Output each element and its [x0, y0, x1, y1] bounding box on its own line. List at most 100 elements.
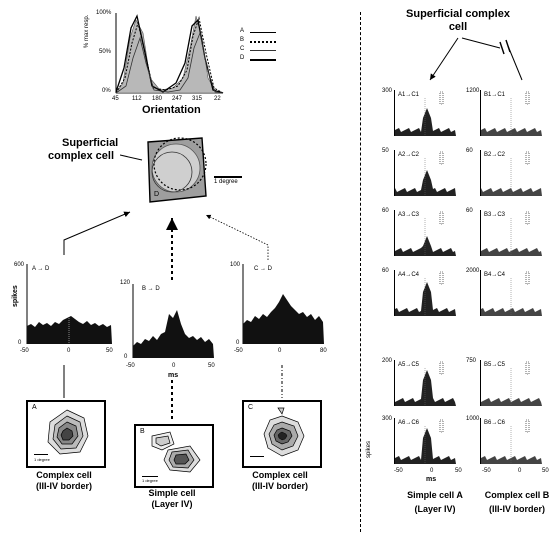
rf-overlay-inner-label: D	[154, 191, 159, 198]
right-histogram-label: A6→C6	[398, 420, 420, 426]
tuning-ytick-50: 50%	[99, 49, 112, 55]
right-histogram-ymax: 2000	[466, 268, 480, 274]
histogram-c-xtick: 80	[320, 348, 327, 354]
histogram-a-svg	[26, 264, 112, 344]
left-arrows-svg	[63, 211, 283, 422]
right-histogram-label: B3→C3	[484, 212, 506, 218]
rf-box-b-caption-1: Simple cell	[148, 488, 196, 498]
histogram-c-xtick: 0	[278, 348, 282, 354]
right-histogram-label: A1→C1	[398, 92, 420, 98]
rf-overlay-scale-bar	[214, 176, 242, 178]
histogram-c-xtick: -50	[234, 348, 243, 354]
right-schematic-svg	[429, 37, 523, 81]
histogram-a-ylabel: spikes	[12, 285, 19, 307]
histogram-b-yzero: 0	[124, 354, 128, 360]
right-histogram-label: A5→C5	[398, 362, 420, 368]
histogram-a-bars	[27, 316, 112, 344]
right-histogram-ymax: 60	[466, 148, 473, 154]
rf-overlay-circle-c	[151, 151, 193, 193]
right-histogram-bars	[481, 188, 542, 196]
tuning-x-label: Orientation	[142, 104, 201, 116]
right-histogram-ymax: 60	[382, 208, 389, 214]
right-histogram-ymax: 1000	[466, 416, 480, 422]
histogram-a-label: A → D	[32, 266, 50, 272]
rf-box-b-letter: B	[140, 428, 145, 435]
right-histogram-svg	[480, 270, 542, 316]
legend-label-b: B	[240, 37, 245, 43]
rf-box-a-letter: A	[32, 404, 37, 411]
right-histogram-ymax: 1200	[466, 88, 480, 94]
right-histogram-bars	[395, 370, 456, 406]
right-title-2: cell	[448, 21, 468, 33]
right-a-xtick: 0	[430, 468, 434, 474]
rf-box-a: A 1 degree	[26, 400, 106, 468]
histogram-a: 600 0 spikes A → D -50 0 50	[12, 262, 114, 362]
right-histogram-svg	[480, 90, 542, 136]
histogram-a-yzero: 0	[18, 340, 22, 346]
histogram-a-xtick: 0	[67, 348, 71, 354]
right-histogram-ymax: 300	[382, 416, 393, 422]
right-a-xtick: -50	[394, 468, 403, 474]
right-histogram-bars	[395, 170, 456, 196]
right-histogram-label: B2→C2	[484, 152, 506, 158]
rf-overlay-pointer	[120, 154, 143, 161]
right-histogram-svg	[394, 210, 456, 256]
rf-box-a-scale-label: 1 degree	[34, 457, 50, 462]
panel-divider	[360, 12, 361, 532]
histogram-a-xtick: 50	[106, 348, 113, 354]
right-histogram-ymax: 750	[466, 358, 477, 364]
tuning-legend: A B C D	[240, 28, 280, 72]
rf-box-b: B 1 degree	[134, 424, 214, 488]
tuning-xtick: 22	[214, 96, 221, 102]
tuning-plot: 100% 50% 0% % max resp. 45 112 180 247 3…	[84, 8, 238, 118]
right-break-1	[499, 41, 505, 55]
right-histogram-ymax: 300	[382, 88, 393, 94]
right-x-label: ms	[426, 476, 437, 483]
right-caption-b-1: Complex cell B	[484, 490, 550, 500]
rf-overlay-title-2: complex cell	[48, 150, 115, 162]
right-histogram-label: B1→C1	[484, 92, 506, 98]
tuning-svg	[115, 13, 224, 94]
histogram-c-ymax: 100	[230, 262, 241, 268]
right-histogram-bars	[395, 108, 456, 136]
histogram-c-yzero: 0	[236, 340, 240, 346]
right-histogram-svg	[394, 360, 456, 406]
right-histogram-bars	[481, 398, 542, 406]
right-histogram-label: B4→C4	[484, 272, 506, 278]
histogram-b-xlabel: ms	[168, 372, 179, 379]
histogram-b-svg	[132, 284, 214, 358]
right-histogram-bars	[395, 428, 456, 464]
histogram-a-ymax: 600	[14, 262, 25, 268]
histogram-c: 100 0 C → D -50 0 80	[226, 262, 327, 362]
rf-box-b-caption-2: (Layer IV)	[151, 499, 193, 509]
right-line-b	[461, 37, 501, 49]
right-histogram-svg	[480, 418, 542, 464]
right-histogram-bars	[481, 128, 542, 136]
right-a-xtick: 50	[455, 468, 462, 474]
legend-line-c	[250, 50, 276, 51]
histogram-c-bars	[243, 294, 324, 344]
right-histogram-ymax: 50	[382, 148, 389, 154]
right-b-xtick: -50	[482, 468, 491, 474]
rf-box-b-scale-label: 1 degree	[142, 478, 158, 483]
right-histogram-svg	[480, 150, 542, 196]
right-line-b2	[507, 45, 523, 81]
tuning-curve-c	[115, 31, 224, 94]
tuning-xtick: 315	[192, 96, 203, 102]
rf-box-c-letter: C	[248, 404, 254, 411]
right-y-label: spikes	[366, 440, 372, 458]
right-arrow-a	[429, 37, 459, 81]
right-histogram-bars	[395, 282, 456, 316]
right-title-1: Superficial complex	[406, 8, 510, 20]
right-histogram-bars	[481, 308, 542, 316]
histogram-b-xtick: 0	[172, 363, 176, 369]
right-histogram-label: A3→C3	[398, 212, 420, 218]
right-histogram-ymax: 60	[466, 208, 473, 214]
tuning-ytick-0: 0%	[102, 88, 111, 94]
